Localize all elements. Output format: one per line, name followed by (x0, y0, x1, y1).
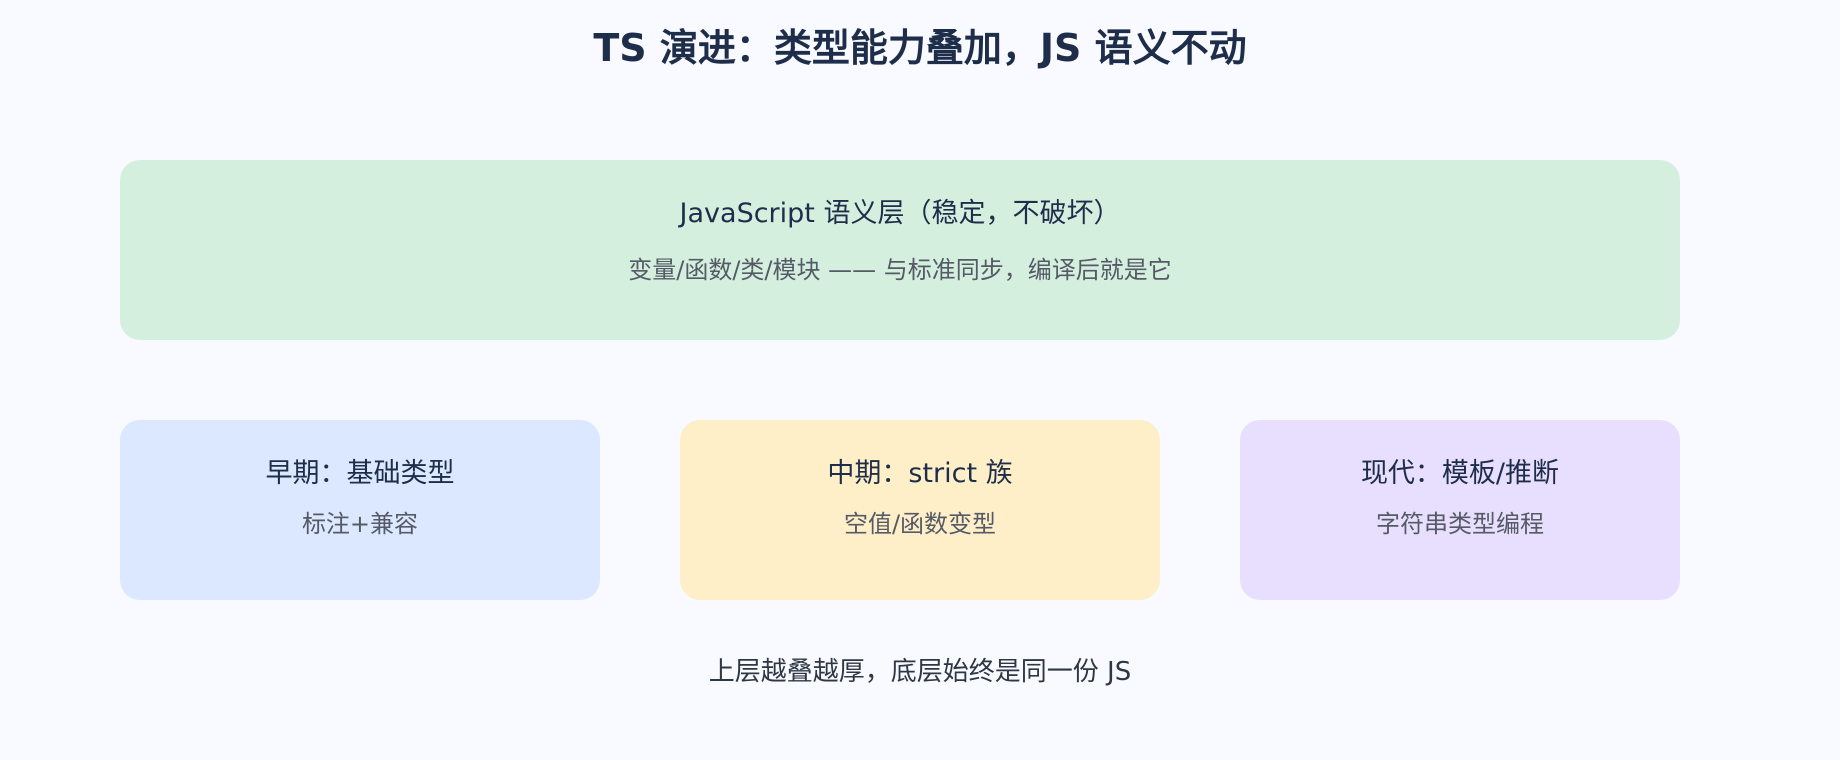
js-semantic-layer-box: JavaScript 语义层（稳定，不破坏） 变量/函数/类/模块 —— 与标准… (120, 160, 1680, 340)
stage-mid-description: 空值/函数变型 (843, 510, 997, 538)
stage-early-heading: 早期：基础类型 (265, 458, 455, 489)
js-layer-heading: JavaScript 语义层（稳定，不破坏） (679, 198, 1121, 229)
stage-modern-heading: 现代：模板/推断 (1360, 458, 1560, 489)
stage-modern-box: 现代：模板/推断 字符串类型编程 (1240, 420, 1680, 600)
stage-modern-description: 字符串类型编程 (1376, 510, 1544, 538)
diagram-footer-note: 上层越叠越厚，底层始终是同一份 JS (708, 657, 1132, 687)
stage-mid-box: 中期：strict 族 空值/函数变型 (680, 420, 1160, 600)
stage-mid-heading: 中期：strict 族 (827, 458, 1013, 489)
stage-early-box: 早期：基础类型 标注+兼容 (120, 420, 600, 600)
diagram-title: TS 演进：类型能力叠加，JS 语义不动 (593, 26, 1247, 70)
js-layer-description: 变量/函数/类/模块 —— 与标准同步，编译后就是它 (628, 256, 1172, 284)
stage-early-description: 标注+兼容 (301, 510, 419, 538)
